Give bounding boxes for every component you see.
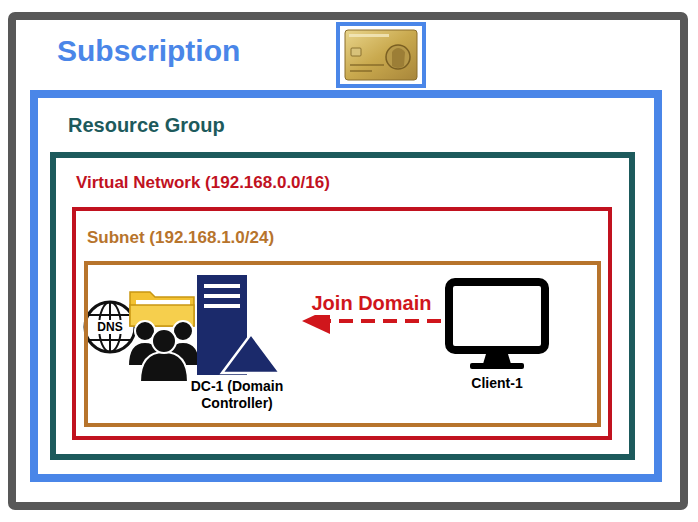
domain-controller-node: DC-1 (Domain Controller): [172, 272, 302, 416]
users-group-icon: [128, 321, 200, 382]
box-heading: Resource Group: [68, 113, 225, 137]
subnet-box: Subnet (192.168.1.0/24)DC-1 (Domain Cont…: [84, 261, 601, 427]
client-computer-node: Client-1: [441, 272, 553, 402]
server-icon: [197, 275, 280, 375]
virtual-network-box: Virtual Network (192.168.0.0/16)Subnet (…: [72, 207, 612, 440]
connector-line: [330, 319, 441, 323]
subscription-box: SubscriptionResource GroupVirtual Networ…: [30, 90, 662, 482]
icon-label: DNS: [95, 320, 124, 334]
box-heading: Subnet (192.168.1.0/24): [87, 228, 274, 248]
node-caption: DC-1 (Domain Controller): [172, 378, 302, 412]
credit-card-icon: [338, 24, 424, 86]
box-heading: Virtual Network (192.168.0.0/16): [76, 173, 330, 193]
node-caption: Client-1: [441, 375, 553, 392]
dns-globe-icon: [85, 302, 135, 352]
box-heading: Subscription: [57, 33, 240, 69]
monitor-icon: [449, 282, 545, 369]
outer-frame: [12, 16, 684, 506]
connector-label: Join Domain: [309, 291, 433, 315]
